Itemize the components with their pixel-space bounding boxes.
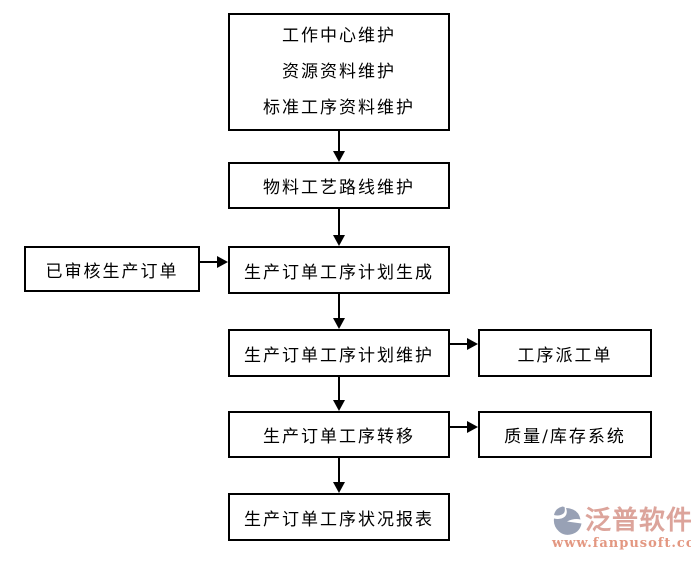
node-quality-inventory-label: 质量/库存系统 xyxy=(504,427,626,447)
arrowhead-master-to-routing xyxy=(333,151,345,162)
node-status-report: 生产订单工序状况报表 xyxy=(228,493,450,541)
connector-master-to-routing xyxy=(338,131,340,152)
connector-maintain-to-dispatch xyxy=(450,343,468,345)
fanpusoft-url-text: www.fanpusoft.com xyxy=(552,536,691,551)
node-plan-generate-label: 生产订单工序计划生成 xyxy=(244,262,434,283)
connector-transfer-to-report xyxy=(338,458,340,483)
arrowhead-transfer-to-quality xyxy=(467,421,478,433)
node-quality-inventory: 质量/库存系统 xyxy=(478,411,652,458)
node-master-data-line-2: 资源资料维护 xyxy=(282,62,396,82)
node-approved-order-label: 已审核生产订单 xyxy=(45,261,179,282)
connector-maintain-to-transfer xyxy=(338,377,340,401)
connector-approved-to-generate xyxy=(200,261,218,263)
node-approved-order: 已审核生产订单 xyxy=(24,246,200,292)
node-process-transfer: 生产订单工序转移 xyxy=(228,411,450,458)
node-plan-generate: 生产订单工序计划生成 xyxy=(228,246,450,294)
node-material-routing: 物料工艺路线维护 xyxy=(228,162,450,209)
node-master-data-line-1: 工作中心维护 xyxy=(282,26,396,46)
connector-generate-to-maintain xyxy=(338,294,340,319)
node-material-routing-label: 物料工艺路线维护 xyxy=(263,178,415,198)
connector-routing-to-generate xyxy=(338,209,340,236)
fanpusoft-watermark: 泛普软件 www.fanpusoft.com xyxy=(552,505,691,557)
arrowhead-maintain-to-transfer xyxy=(333,400,345,411)
connector-transfer-to-quality xyxy=(450,426,468,428)
fanpusoft-brand-text: 泛普软件 xyxy=(585,505,691,536)
arrowhead-transfer-to-report xyxy=(333,482,345,493)
arrowhead-maintain-to-dispatch xyxy=(467,338,478,350)
arrowhead-approved-to-generate xyxy=(217,256,228,268)
arrowhead-generate-to-maintain xyxy=(333,318,345,329)
fanpusoft-logo-icon xyxy=(553,506,582,535)
node-dispatch-order-label: 工序派工单 xyxy=(517,345,613,366)
node-plan-maintain-label: 生产订单工序计划维护 xyxy=(244,345,434,366)
node-dispatch-order: 工序派工单 xyxy=(478,329,652,377)
node-master-data: 工作中心维护 资源资料维护 标准工序资料维护 xyxy=(228,13,450,131)
arrowhead-routing-to-generate xyxy=(333,235,345,246)
node-status-report-label: 生产订单工序状况报表 xyxy=(244,509,434,530)
node-plan-maintain: 生产订单工序计划维护 xyxy=(228,329,450,377)
node-process-transfer-label: 生产订单工序转移 xyxy=(263,427,415,447)
node-master-data-line-3: 标准工序资料维护 xyxy=(263,98,415,118)
